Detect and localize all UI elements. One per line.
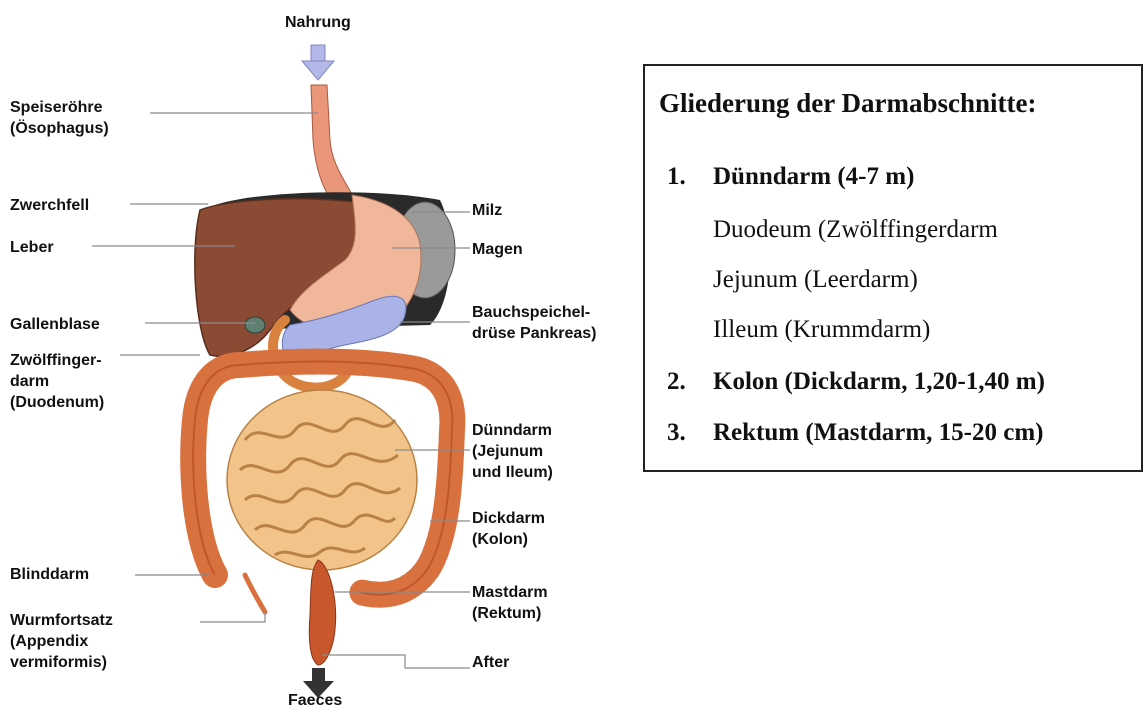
label-mastdarm: Mastdarm (Rektum) [472, 582, 548, 624]
section-2: 2.Kolon (Dickdarm, 1,20-1,40 m) [667, 368, 1045, 396]
label-magen: Magen [472, 239, 523, 260]
label-zwoelffingerdarm: Zwölffinger- darm (Duodenum) [10, 350, 104, 413]
label-duenndarm: Dünndarm (Jejunum und Ileum) [472, 420, 553, 483]
label-milz: Milz [472, 200, 502, 221]
appendix-shape [245, 575, 265, 612]
gallbladder-shape [245, 317, 265, 333]
label-blinddarm: Blinddarm [10, 564, 89, 585]
section-2-label: Kolon (Dickdarm, 1,20-1,40 m) [713, 368, 1045, 395]
section-1-sub-3: Illeum (Krummdarm) [713, 316, 930, 344]
sections-info-box: Gliederung der Darmabschnitte: 1.Dünndar… [643, 64, 1143, 472]
food-in-arrow [302, 45, 334, 80]
section-1: 1.Dünndarm (4-7 m) [667, 163, 914, 191]
label-leber: Leber [10, 237, 54, 258]
section-2-number: 2. [667, 368, 713, 396]
label-speiseroehre: Speiseröhre (Ösophagus) [10, 97, 109, 139]
section-3-label: Rektum (Mastdarm, 15-20 cm) [713, 419, 1043, 446]
label-zwerchfell: Zwerchfell [10, 195, 89, 216]
esophagus-shape [311, 85, 352, 205]
rectum-shape [309, 560, 335, 665]
section-3: 3.Rektum (Mastdarm, 15-20 cm) [667, 419, 1043, 447]
section-1-number: 1. [667, 163, 713, 191]
section-3-number: 3. [667, 419, 713, 447]
section-1-label: Dünndarm (4-7 m) [713, 163, 914, 190]
small-intestine-shape [227, 390, 417, 570]
label-bauchspeicheldruese: Bauchspeichel- drüse Pankreas) [472, 302, 597, 344]
label-after: After [472, 652, 509, 673]
section-1-sub-2: Jejunum (Leerdarm) [713, 266, 918, 294]
label-faeces: Faeces [288, 690, 342, 711]
label-gallenblase: Gallenblase [10, 314, 100, 335]
label-nahrung: Nahrung [285, 12, 351, 33]
section-1-sub-1: Duodeum (Zwölffingerdarm [713, 216, 998, 244]
label-wurmfortsatz: Wurmfortsatz (Appendix vermiformis) [10, 610, 113, 673]
info-box-title: Gliederung der Darmabschnitte: [659, 88, 1036, 119]
label-dickdarm: Dickdarm (Kolon) [472, 508, 545, 550]
